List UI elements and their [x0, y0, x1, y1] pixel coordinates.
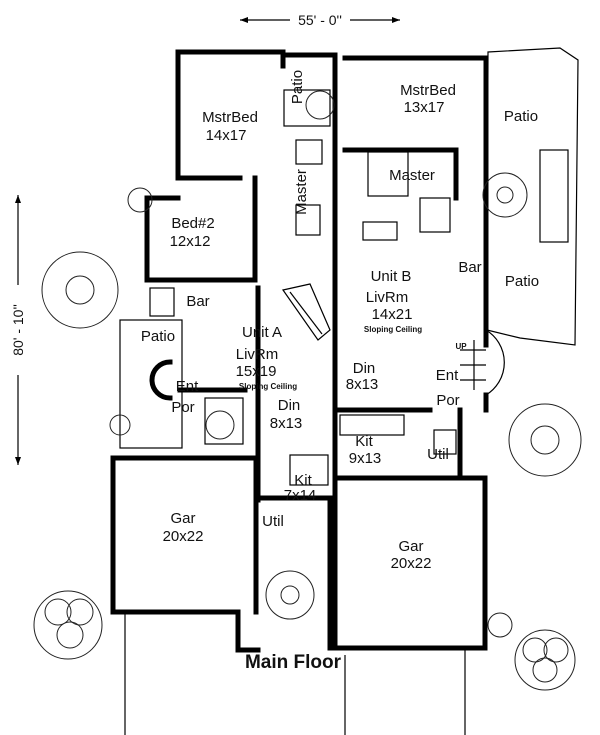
unit-b-ent-label: Ent — [436, 367, 459, 384]
unit-a-patio-top-label: Patio — [289, 70, 306, 104]
unit-b-din-size: 8x13 — [346, 376, 379, 393]
unit-a-gar-label: Gar — [170, 510, 195, 527]
plan-title: Main Floor — [245, 652, 342, 673]
unit-a-util-label: Util — [262, 513, 284, 530]
unit-a-fireplace — [281, 283, 331, 341]
unit-a-master-bath-label: Master — [293, 169, 310, 215]
landscape-trees — [33, 90, 582, 691]
unit-a-livrm-size: 15x19 — [236, 363, 277, 380]
unit-b-label: Unit B — [371, 268, 412, 285]
unit-a-kit-label: Kit — [294, 472, 312, 489]
unit-b-util-label: Util — [427, 446, 449, 463]
unit-b-livrm-label: LivRm — [366, 289, 409, 306]
unit-a-ent-label: Ent — [176, 378, 199, 395]
unit-b-livrm-size: 14x21 — [372, 306, 413, 323]
depth-dimension-line — [15, 195, 21, 465]
width-dimension-label: 55' - 0'' — [298, 12, 342, 28]
unit-b-por-label: Por — [436, 392, 459, 409]
unit-a-patio-label: Patio — [141, 328, 175, 345]
unit-a-label: Unit A — [242, 324, 282, 341]
unit-a-mstrbed-label: MstrBed — [202, 109, 258, 126]
unit-b-kit-label: Kit — [355, 433, 373, 450]
unit-a-bed2-label: Bed#2 — [171, 215, 214, 232]
unit-a-din-label: Din — [278, 397, 301, 414]
walls — [110, 49, 489, 653]
unit-a-entry-curve — [149, 359, 173, 401]
unit-b-patio-top-label: Patio — [504, 108, 538, 125]
unit-a-bed2-size: 12x12 — [170, 233, 211, 250]
unit-b-bar-label: Bar — [458, 259, 481, 276]
unit-b-gar-size: 20x22 — [391, 555, 432, 572]
unit-b-stair — [460, 329, 505, 396]
unit-b-mstrbed-label: MstrBed — [400, 82, 456, 99]
depth-dimension-label: 80' - 10'' — [10, 304, 26, 356]
unit-b-gar-label: Gar — [398, 538, 423, 555]
unit-b-patio-label: Patio — [505, 273, 539, 290]
fixtures — [149, 139, 457, 486]
unit-a-gar-size: 20x22 — [163, 528, 204, 545]
unit-a-din-size: 8x13 — [270, 415, 303, 432]
unit-a-livrm-label: LivRm — [236, 346, 279, 363]
unit-b-master-bath-label: Master — [389, 167, 435, 184]
unit-b-livrm-note: Sloping Ceiling — [364, 325, 422, 334]
unit-b-mstrbed-size: 13x17 — [404, 99, 445, 116]
unit-a-bar-label: Bar — [186, 293, 209, 310]
unit-a-kit-size: 7x14 — [284, 487, 317, 504]
unit-b-kit-size: 9x13 — [349, 450, 382, 467]
unit-a-livrm-note: Sloping Ceiling — [239, 382, 297, 391]
width-dimension-line — [240, 17, 400, 23]
unit-b-din-label: Din — [353, 360, 376, 377]
unit-a-mstrbed-size: 14x17 — [206, 127, 247, 144]
unit-b-up-label: UP — [455, 342, 467, 351]
unit-a-por-label: Por — [171, 399, 194, 416]
